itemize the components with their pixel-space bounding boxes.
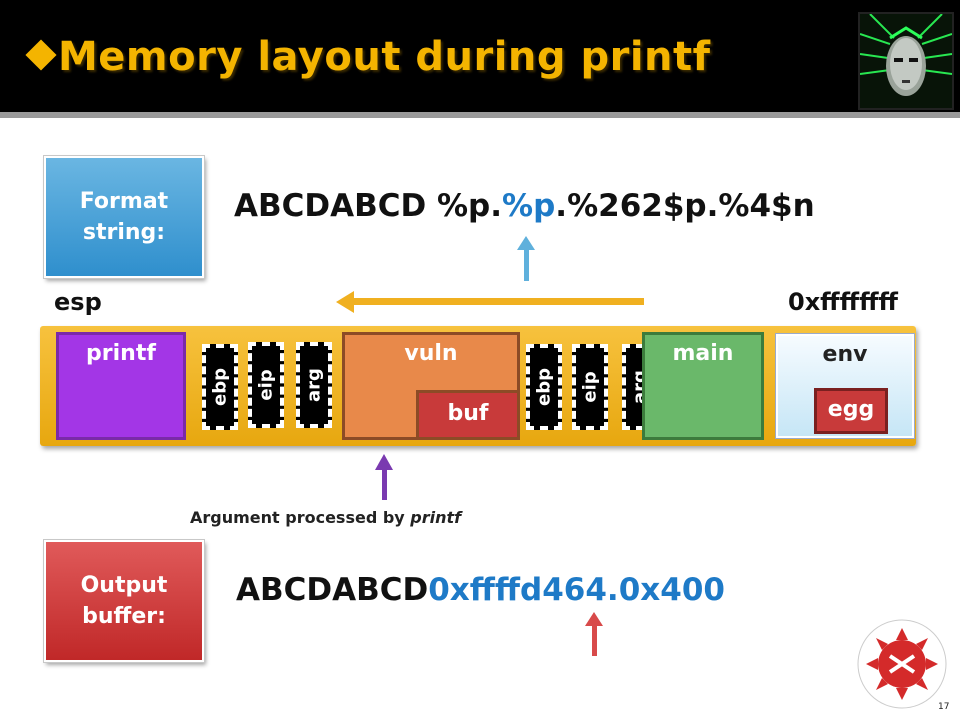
output-buffer-value: ABCDABCD0xffffd464.0x400 [236, 572, 725, 608]
frame-slot-eip: eip [572, 344, 608, 430]
argument-caption-emphasis: printf [410, 508, 462, 527]
output-part-3: .0x400 [606, 572, 725, 608]
printf-frame-label: printf [86, 341, 156, 366]
frame-slot-eip: eip [248, 342, 284, 428]
slide-title: Memory layout during printf [58, 34, 711, 80]
esp-label: esp [54, 288, 102, 316]
output-buffer-label-text: Output buffer: [80, 573, 168, 629]
main-frame: main [642, 332, 764, 440]
stack-direction-arrowhead-icon [336, 291, 354, 313]
buf-region: buf [416, 390, 520, 440]
argument-pointer-arrow-shaft [382, 468, 387, 500]
frame-slot-label: eip [255, 369, 277, 401]
format-string-label: Format string: [43, 155, 205, 279]
title-bar [0, 0, 960, 112]
vuln-frame: vuln [342, 332, 520, 440]
format-pointer-arrowhead-icon [517, 236, 535, 250]
frame-slot-ebp: ebp [202, 344, 238, 430]
frame-slot-label: arg [303, 368, 325, 402]
frame-slot-ebp: ebp [526, 344, 562, 430]
format-pointer-arrow-shaft [524, 249, 529, 281]
frame-slot-arg: arg [296, 342, 332, 428]
format-part-current: %p [502, 188, 556, 224]
reykjavik-university-logo [856, 618, 948, 710]
argument-caption: Argument processed by printf [190, 508, 461, 527]
high-address-label: 0xffffffff [788, 288, 898, 316]
format-part-1: ABCDABCD %p. [234, 188, 503, 224]
egg-label: egg [827, 397, 875, 422]
env-region: env [775, 333, 915, 439]
env-label: env [822, 342, 868, 367]
shodan-face-image [858, 12, 954, 110]
frame-slot-label: eip [579, 371, 601, 403]
format-string-value: ABCDABCD %p.%p.%262$p.%4$n [234, 188, 815, 224]
argument-pointer-arrowhead-icon [375, 454, 393, 470]
frame-slot-label: ebp [209, 368, 231, 406]
title-divider [0, 112, 960, 118]
vuln-frame-label: vuln [404, 341, 458, 366]
page-number: 17 [938, 702, 950, 712]
output-pointer-arrow-shaft [592, 624, 597, 656]
format-part-3: .%262$p.%4$n [555, 188, 815, 224]
format-string-label-text: Format string: [79, 189, 169, 245]
printf-frame: printf [56, 332, 186, 440]
output-part-1: ABCDABCD [236, 572, 429, 608]
output-pointer-arrowhead-icon [585, 612, 603, 626]
output-buffer-label: Output buffer: [43, 539, 205, 663]
argument-caption-text: Argument processed by [190, 508, 411, 527]
egg-region: egg [814, 388, 888, 434]
buf-label: buf [447, 401, 489, 426]
output-part-leaked: 0xffffd464 [428, 572, 607, 608]
main-frame-label: main [672, 341, 734, 366]
frame-slot-label: ebp [533, 368, 555, 406]
stack-direction-arrow-shaft [352, 298, 644, 305]
